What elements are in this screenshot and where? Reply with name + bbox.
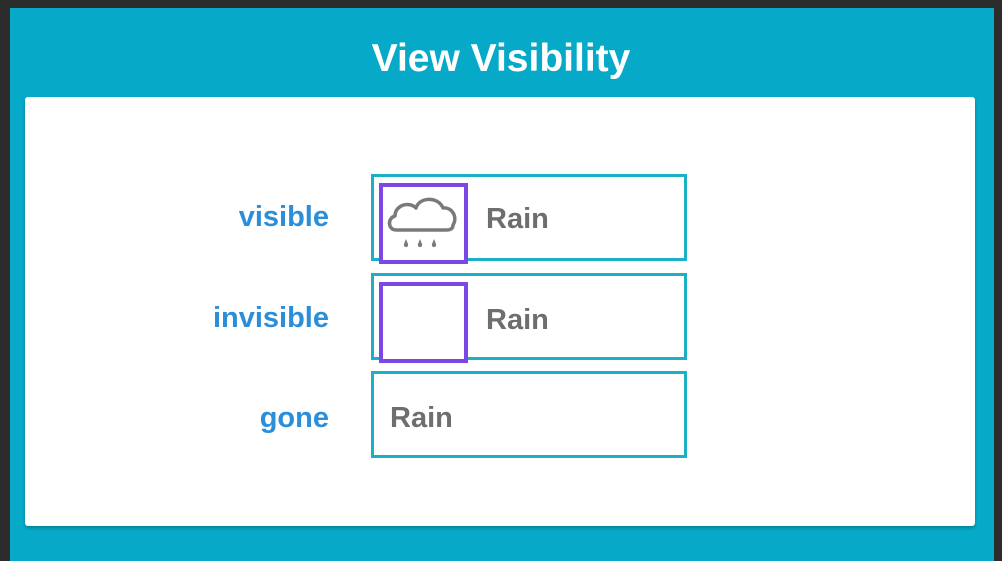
- row-label-gone: gone: [259, 402, 329, 434]
- content-card: visible Rain invisible Rain gone Rain: [25, 97, 975, 526]
- rain-view-gone: Rain: [371, 371, 687, 458]
- page-title: View Visibility: [371, 37, 631, 80]
- rain-cloud-icon: [387, 197, 457, 248]
- row-label-invisible: invisible: [212, 302, 329, 334]
- icon-container-visible: [379, 183, 468, 264]
- rain-text-visible: Rain: [486, 203, 549, 235]
- icon-container-invisible: [379, 282, 468, 363]
- rain-view-visible: Rain: [371, 174, 687, 264]
- rain-view-invisible: Rain: [371, 273, 687, 363]
- rain-text-gone: Rain: [390, 402, 453, 434]
- rain-text-invisible: Rain: [486, 304, 549, 336]
- row-label-visible: visible: [238, 201, 329, 233]
